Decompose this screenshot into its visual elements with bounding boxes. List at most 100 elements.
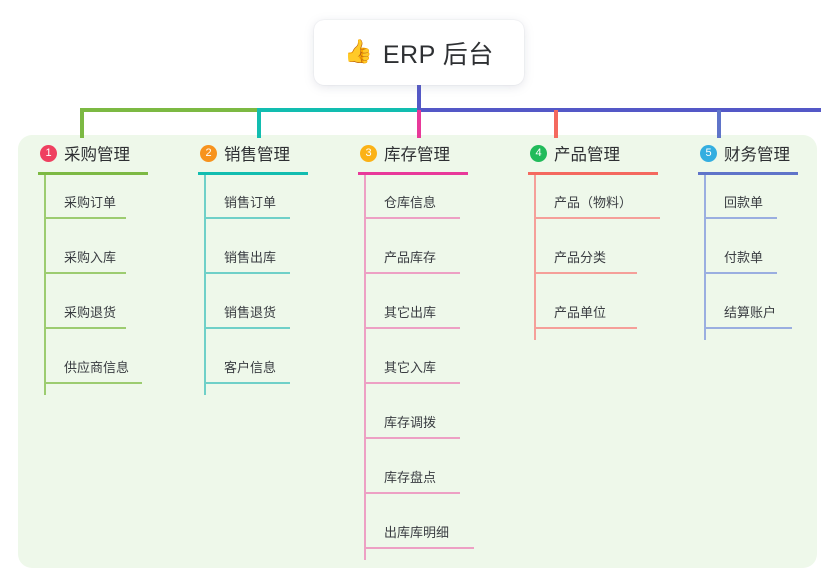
- branch-column-5: 5 财务管理回款单付款单结算账户: [698, 138, 838, 344]
- branch-underline: [38, 172, 148, 175]
- menu-item-rule: [364, 217, 460, 219]
- branch-spine: [364, 175, 366, 560]
- menu-item[interactable]: 付款单: [704, 234, 838, 289]
- menu-item-label: 销售订单: [224, 195, 277, 210]
- menu-item-label: 产品库存: [384, 250, 437, 265]
- menu-item-rule: [204, 217, 290, 219]
- menu-item[interactable]: 供应商信息: [44, 344, 188, 399]
- menu-item[interactable]: 产品分类: [534, 234, 698, 289]
- menu-item-label: 库存调拨: [384, 415, 437, 430]
- menu-item[interactable]: 销售订单: [204, 179, 348, 234]
- menu-item-rule: [364, 437, 460, 439]
- menu-item[interactable]: 采购订单: [44, 179, 188, 234]
- menu-item-label: 库存盘点: [384, 470, 437, 485]
- branch-header-5[interactable]: 5 财务管理: [698, 138, 838, 168]
- branch-number-badge: 5: [700, 144, 717, 162]
- menu-item-rule: [364, 382, 460, 384]
- menu-item-rule: [44, 382, 142, 384]
- menu-item-label: 其它入库: [384, 360, 437, 375]
- branch-items: 采购订单采购入库采购退货供应商信息: [44, 175, 188, 399]
- page-title: ERP 后台: [382, 40, 494, 69]
- menu-item[interactable]: 回款单: [704, 179, 838, 234]
- branch-header-3[interactable]: 3 库存管理: [358, 138, 508, 168]
- menu-item-rule: [364, 272, 460, 274]
- menu-item[interactable]: 采购退货: [44, 289, 188, 344]
- menu-item[interactable]: 销售出库: [204, 234, 348, 289]
- menu-item-rule: [704, 327, 792, 329]
- menu-item-label: 回款单: [724, 195, 764, 210]
- menu-item-rule: [204, 327, 290, 329]
- menu-item-label: 采购订单: [64, 195, 117, 210]
- menu-item-rule: [44, 217, 126, 219]
- menu-item[interactable]: 采购入库: [44, 234, 188, 289]
- connector-horizontal-segment-1: [80, 108, 257, 112]
- branch-title: 财务管理: [724, 146, 790, 164]
- menu-item[interactable]: 出库库明细: [364, 509, 508, 564]
- connector-branch-stub-3: [417, 110, 421, 138]
- branch-title: 产品管理: [554, 146, 620, 164]
- branch-header-2[interactable]: 2 销售管理: [198, 138, 348, 168]
- connector-branch-stub-5: [717, 110, 721, 138]
- menu-item[interactable]: 产品库存: [364, 234, 508, 289]
- menu-item[interactable]: 其它出库: [364, 289, 508, 344]
- branch-spine: [44, 175, 46, 395]
- branch-column-3: 3 库存管理仓库信息产品库存其它出库其它入库库存调拨库存盘点出库库明细: [358, 138, 508, 564]
- menu-item-label: 出库库明细: [384, 525, 450, 540]
- root-title-card[interactable]: 👍 ERP 后台: [314, 20, 524, 85]
- menu-item-rule: [204, 272, 290, 274]
- menu-item-label: 销售出库: [224, 250, 277, 265]
- menu-item[interactable]: 产品（物料）: [534, 179, 698, 234]
- menu-item-label: 客户信息: [224, 360, 277, 375]
- menu-item[interactable]: 产品单位: [534, 289, 698, 344]
- menu-item-rule: [364, 492, 460, 494]
- menu-item-label: 采购入库: [64, 250, 117, 265]
- menu-item-rule: [44, 272, 126, 274]
- connector-branch-stub-2: [257, 110, 261, 138]
- menu-item[interactable]: 结算账户: [704, 289, 838, 344]
- branch-underline: [358, 172, 468, 175]
- branch-header-1[interactable]: 1 采购管理: [38, 138, 188, 168]
- menu-item-rule: [364, 327, 460, 329]
- menu-item-rule: [534, 272, 637, 274]
- menu-item[interactable]: 库存调拨: [364, 399, 508, 454]
- branch-number-badge: 3: [360, 144, 377, 162]
- thumbs-up-icon: 👍: [344, 39, 373, 65]
- connector-branch-stub-1: [80, 110, 84, 138]
- menu-item[interactable]: 销售退货: [204, 289, 348, 344]
- menu-item[interactable]: 客户信息: [204, 344, 348, 399]
- menu-item-rule: [44, 327, 126, 329]
- menu-item-label: 供应商信息: [64, 360, 130, 375]
- menu-item-rule: [534, 327, 637, 329]
- branch-title: 库存管理: [384, 146, 450, 164]
- menu-item-rule: [364, 547, 474, 549]
- menu-item-label: 结算账户: [724, 305, 777, 320]
- branch-items: 产品（物料） 产品分类产品单位: [534, 175, 698, 344]
- menu-item[interactable]: 仓库信息: [364, 179, 508, 234]
- branch-title: 采购管理: [64, 146, 130, 164]
- menu-item[interactable]: 其它入库: [364, 344, 508, 399]
- menu-item-rule: [704, 272, 777, 274]
- menu-item-label: 产品单位: [554, 305, 607, 320]
- connector-horizontal-segment-3: [417, 108, 821, 112]
- menu-item-label: 采购退货: [64, 305, 117, 320]
- branch-spine: [704, 175, 706, 340]
- branch-underline: [698, 172, 798, 175]
- branch-column-1: 1 采购管理采购订单采购入库采购退货供应商信息: [38, 138, 188, 399]
- branch-items: 销售订单销售出库销售退货客户信息: [204, 175, 348, 399]
- menu-item-label: 付款单: [724, 250, 764, 265]
- menu-item-rule: [704, 217, 777, 219]
- menu-item[interactable]: 库存盘点: [364, 454, 508, 509]
- branch-title: 销售管理: [224, 146, 290, 164]
- menu-item-rule: [534, 217, 660, 219]
- branch-number-badge: 1: [40, 144, 57, 162]
- content-panel: [18, 135, 817, 568]
- menu-item-label: 产品（物料）: [554, 195, 633, 210]
- branch-items: 仓库信息产品库存其它出库其它入库库存调拨库存盘点出库库明细: [364, 175, 508, 564]
- menu-item-label: 产品分类: [554, 250, 607, 265]
- branch-spine: [534, 175, 536, 340]
- branch-number-badge: 2: [200, 144, 217, 162]
- menu-item-rule: [204, 382, 290, 384]
